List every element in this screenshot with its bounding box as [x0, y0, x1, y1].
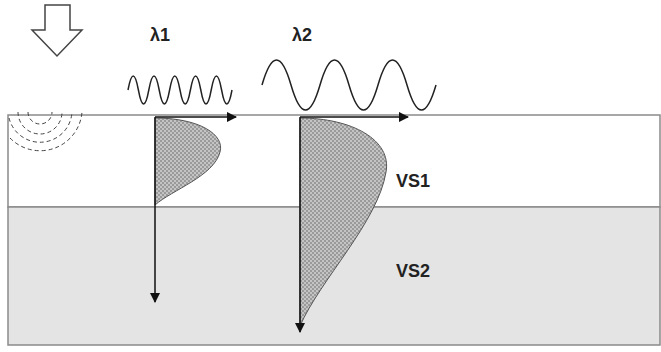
- velocity-label: VS1: [396, 172, 430, 192]
- source-arrow: [32, 5, 82, 56]
- velocity-label: VS2: [396, 262, 430, 282]
- short-wave: [128, 76, 232, 104]
- axis-arrows: [155, 117, 408, 332]
- shallow-profile: [155, 118, 221, 205]
- wavelength-label: λ1: [150, 26, 170, 46]
- deep-profile: [300, 118, 387, 326]
- wavefront-arcs: [9, 112, 82, 151]
- wavelength-label: λ2: [292, 26, 312, 46]
- long-wave: [262, 60, 436, 110]
